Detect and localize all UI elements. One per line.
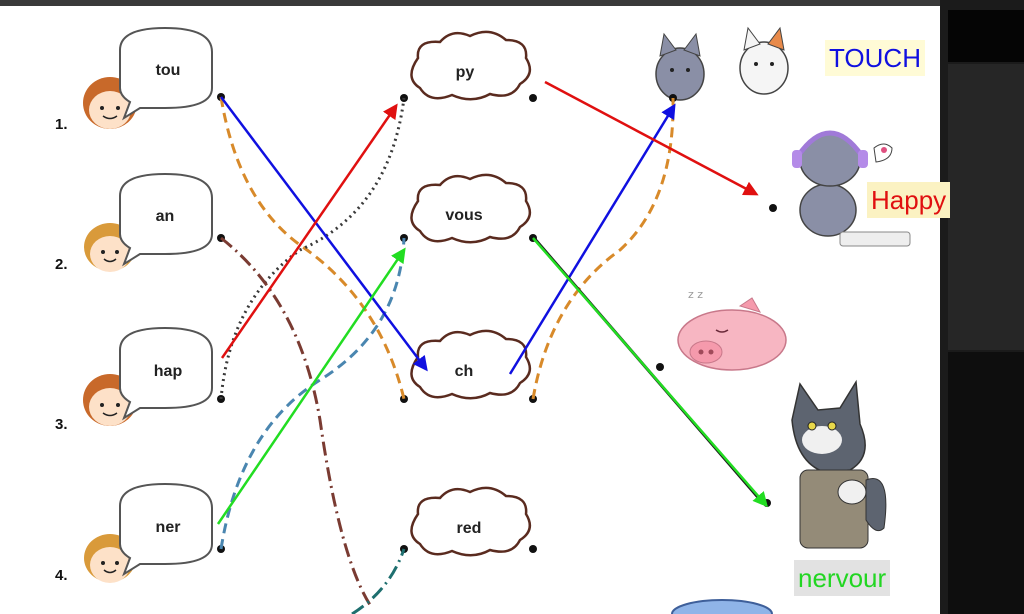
- student-dashed-lines: [219, 96, 675, 614]
- panel-strip: [948, 352, 1024, 614]
- item-number: 1.: [55, 116, 68, 133]
- bubble-word: ner: [156, 519, 181, 536]
- sleeping-pig-picture: z z: [677, 288, 787, 371]
- cloud-word: py: [456, 64, 475, 81]
- bubble-word: an: [156, 208, 175, 225]
- item-number: 4.: [55, 567, 68, 584]
- cloud-shape: [410, 173, 532, 244]
- speech-bubble: [119, 26, 213, 121]
- bubble-word: hap: [154, 363, 183, 380]
- answer-label-touch[interactable]: TOUCH: [825, 40, 925, 76]
- arrow-tou-to-ch: [220, 96, 428, 372]
- answer-arrows: [216, 80, 768, 525]
- panel-strip: [948, 64, 1024, 350]
- cats-touching-picture: [655, 26, 789, 101]
- answer-label-nervous[interactable]: nervour: [794, 560, 891, 596]
- svg-text:z z: z z: [688, 288, 703, 301]
- right-side-panel: [940, 0, 1024, 614]
- cloud-word: vous: [445, 207, 482, 224]
- arrow-ch-to-cats: [508, 103, 676, 375]
- bubble-word: tou: [156, 62, 181, 79]
- cloud-word: ch: [455, 363, 474, 380]
- cloud-shape: [410, 486, 532, 557]
- speech-bubble: [119, 326, 213, 421]
- item-number: 3.: [55, 416, 68, 433]
- window-top-bar: [0, 0, 1024, 6]
- blue-creature-picture: [671, 599, 773, 614]
- cloud-shape: [410, 30, 532, 101]
- answer-label-happy[interactable]: Happy: [867, 182, 951, 218]
- arrow-py-to-happy: [544, 80, 759, 196]
- cat-with-headphones-picture: [792, 130, 911, 247]
- arrow-ner-to-vous: [216, 247, 406, 525]
- nervous-tom-cat-picture: [791, 379, 887, 549]
- panel-strip: [948, 10, 1024, 62]
- speech-bubble: [119, 172, 213, 267]
- arrow-hap-to-py: [220, 103, 398, 359]
- cloud-word: red: [457, 520, 482, 537]
- speech-bubble: [119, 482, 213, 577]
- cloud-shape: [410, 329, 532, 400]
- arrow-vous-to-nervous: [532, 237, 768, 508]
- item-number: 2.: [55, 256, 68, 273]
